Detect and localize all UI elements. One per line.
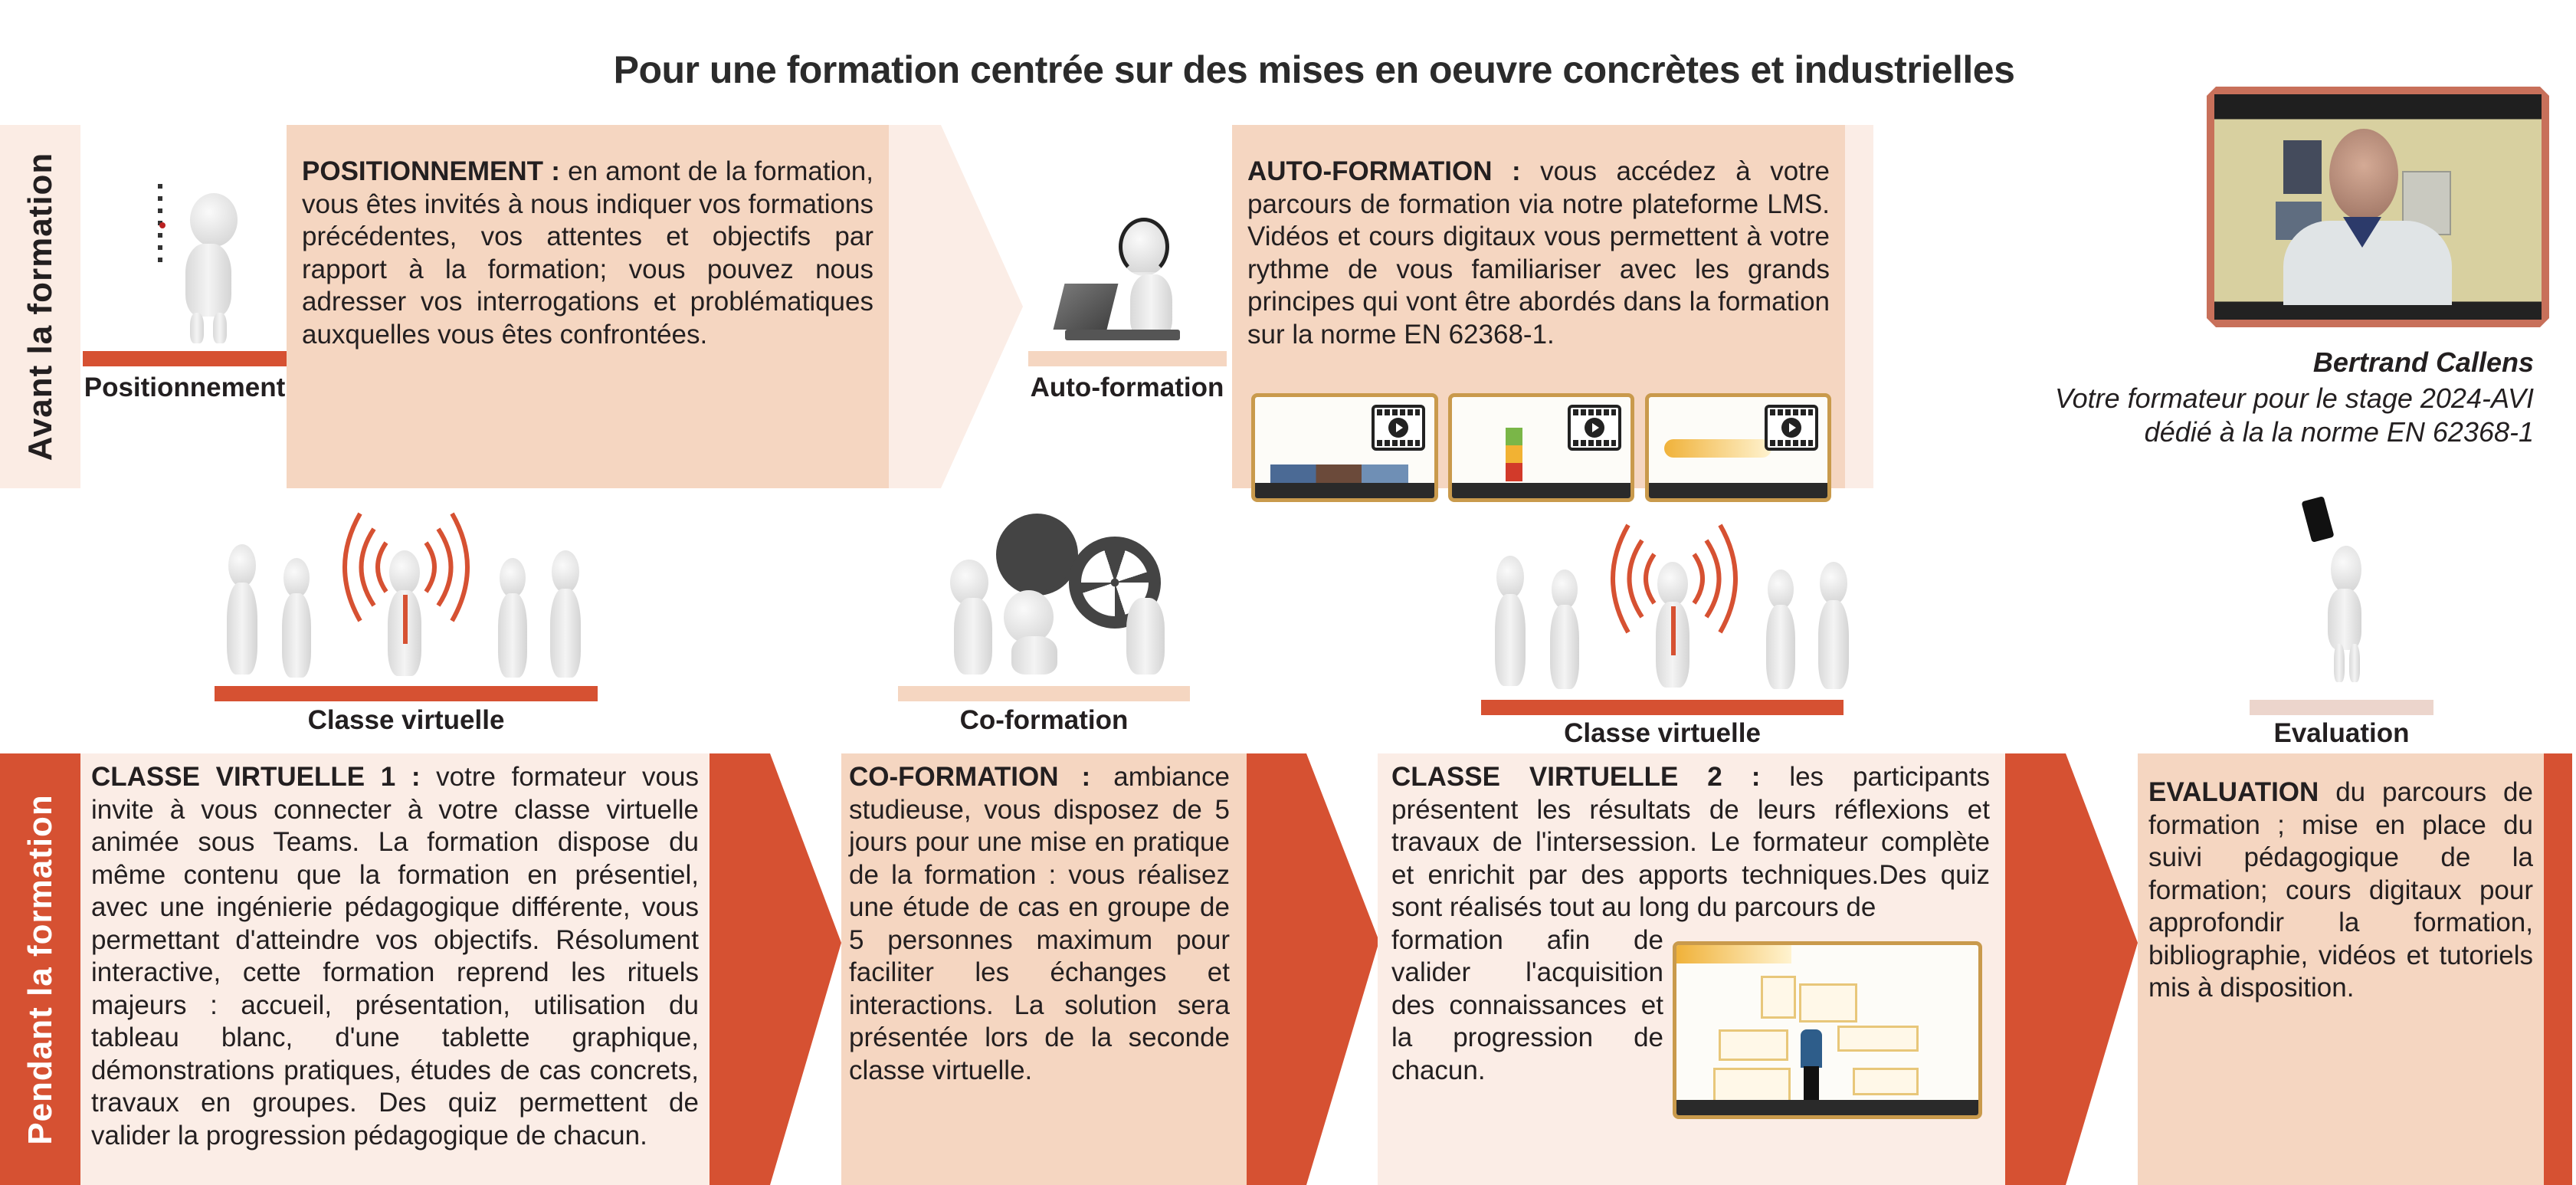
trainer-role-line2: dédié à la la norme EN 62368-1 xyxy=(2144,416,2534,448)
co-formation-label: Co-formation xyxy=(959,705,1129,735)
video-thumbnail-1[interactable] xyxy=(1251,393,1438,502)
classe-virtuelle-1-card: CLASSE VIRTUELLE 1 : votre formateur vou… xyxy=(80,753,710,1185)
positionnement-text: en amont de la formation, vous êtes invi… xyxy=(302,156,873,350)
page-title: Pour une formation centrée sur des mises… xyxy=(613,48,2015,91)
auto-formation-strip xyxy=(1845,125,1873,488)
video-thumbnail-2[interactable] xyxy=(1448,393,1634,502)
positionnement-card: POSITIONNEMENT : en amont de la formatio… xyxy=(287,125,889,488)
classe-virtuelle-2-side-text: formation afin de valider l'acquisition … xyxy=(1391,924,1663,1085)
evaluation-graduate-icon xyxy=(2291,496,2398,698)
play-video-icon xyxy=(1568,405,1621,451)
trainer-role-line1: Votre formateur pour le stage 2024-AVI xyxy=(2054,382,2534,414)
classe-virtuelle-1-bar xyxy=(215,686,598,701)
auto-formation-label: Auto-formation xyxy=(1030,373,1224,402)
evaluation-heading: EVALUATION xyxy=(2148,777,2319,807)
auto-formation-figure-icon xyxy=(1050,215,1218,353)
co-formation-bar xyxy=(898,686,1190,701)
play-video-icon xyxy=(1765,405,1818,451)
evaluation-bar xyxy=(2250,700,2433,715)
classe-virtuelle-2-figure-icon xyxy=(1483,517,1870,694)
co-formation-text: ambiance studieuse, vous disposez de 5 j… xyxy=(849,762,1230,1085)
trainer-name: Bertrand Callens xyxy=(2312,346,2534,378)
quiz-video-thumbnail[interactable] xyxy=(1673,941,1982,1119)
video-thumbnail-3[interactable] xyxy=(1645,393,1831,502)
phase-during-label: Pendant la formation xyxy=(21,793,59,1145)
classe-virtuelle-1-heading: CLASSE VIRTUELLE 1 : xyxy=(91,762,421,792)
classe-virtuelle-1-label: Classe virtuelle xyxy=(307,705,505,735)
phase-before-band: Avant la formation xyxy=(0,125,80,488)
auto-formation-card: AUTO-FORMATION : vous accédez à votre pa… xyxy=(1232,125,1845,488)
auto-formation-text: vous accédez à votre parcours de formati… xyxy=(1247,156,1830,350)
evaluation-card: EVALUATION du parcours de formation ; mi… xyxy=(2138,753,2544,1185)
phase-before-label: Avant la formation xyxy=(21,152,59,461)
classe-virtuelle-2-heading: CLASSE VIRTUELLE 2 : xyxy=(1391,762,1761,792)
positionnement-figure-icon xyxy=(115,184,268,345)
arrow-right-icon xyxy=(2005,753,2138,1185)
auto-formation-bar xyxy=(1028,351,1227,366)
phase-during-band: Pendant la formation xyxy=(0,753,80,1185)
evaluation-text: du parcours de formation ; mise en place… xyxy=(2148,777,2533,1003)
evaluation-strip xyxy=(2544,753,2572,1185)
classe-virtuelle-2-text: les participants présentent les résultat… xyxy=(1391,762,1990,922)
play-video-icon xyxy=(1372,405,1425,451)
chevron-right-icon xyxy=(889,125,1023,488)
trainer-role: Votre formateur pour le stage 2024-AVI d… xyxy=(2055,382,2534,449)
co-formation-heading: CO-FORMATION : xyxy=(849,762,1091,792)
arrow-right-icon xyxy=(1247,753,1379,1185)
classe-virtuelle-2-label: Classe virtuelle xyxy=(1564,718,1761,748)
classe-virtuelle-2-bar xyxy=(1481,700,1844,715)
trainer-photo xyxy=(2207,87,2549,327)
auto-formation-heading: AUTO-FORMATION : xyxy=(1247,156,1521,186)
co-formation-card: CO-FORMATION : ambiance studieuse, vous … xyxy=(841,753,1247,1185)
arrow-right-icon xyxy=(710,753,841,1185)
positionnement-bar xyxy=(83,351,287,366)
evaluation-label: Evaluation xyxy=(2273,718,2410,748)
classe-virtuelle-1-text: votre formateur vous invite à vous conne… xyxy=(91,762,699,1151)
co-formation-gears-icon xyxy=(935,506,1180,682)
positionnement-heading: POSITIONNEMENT : xyxy=(302,156,560,186)
classe-virtuelle-figure-icon xyxy=(215,506,598,682)
trainer-face xyxy=(2329,129,2398,221)
positionnement-label: Positionnement xyxy=(84,373,286,402)
